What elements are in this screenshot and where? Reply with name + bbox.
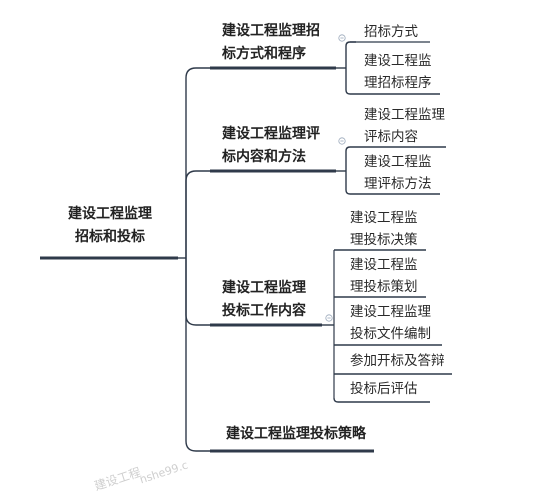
branch-topic-3[interactable]: 建设工程监理 投标工作内容: [222, 277, 306, 323]
branch-topic-2[interactable]: 建设工程监理评 标内容和方法: [222, 123, 320, 169]
branch-3-label-line-2: 投标工作内容: [222, 303, 306, 319]
leaf-topic[interactable]: 建设工程监 理招标程序: [364, 50, 432, 94]
branch-1-label-line-1: 建设工程监理招: [222, 23, 320, 39]
branch-topic-4[interactable]: 建设工程监理投标策略: [226, 423, 366, 446]
leaf-label: 建设工程监理: [364, 107, 445, 123]
connector-b2-leaf2: [345, 171, 440, 195]
leaf-topic[interactable]: 投标后评估: [350, 378, 418, 400]
leaf-label: 理投标策划: [350, 279, 418, 295]
leaf-label: 参加开标及答辩: [350, 353, 445, 369]
leaf-label: 投标文件编制: [350, 326, 431, 342]
leaf-topic[interactable]: 建设工程监理 评标内容: [364, 104, 445, 148]
leaf-topic[interactable]: 建设工程监理 投标文件编制: [350, 301, 431, 345]
leaf-label: 评标内容: [364, 129, 418, 145]
branch-2-label-line-1: 建设工程监理评: [222, 126, 320, 142]
connector-b1-leaf1: [345, 41, 356, 68]
branch-4-label-line-1: 建设工程监理投标策略: [226, 426, 366, 442]
leaf-label: 投标后评估: [350, 381, 418, 397]
root-label-line-1: 建设工程监理: [68, 206, 152, 222]
leaf-label: 理投标决策: [350, 232, 418, 248]
leaf-label: 招标方式: [364, 24, 418, 40]
branch-topic-1[interactable]: 建设工程监理招 标方式和程序: [222, 20, 320, 66]
leaf-label: 理评标方法: [364, 176, 432, 192]
leaf-topic[interactable]: 建设工程监 理投标决策: [350, 207, 418, 251]
connector-branch-3: [185, 258, 210, 326]
leaf-label: 建设工程监: [364, 154, 432, 170]
leaf-topic[interactable]: 招标方式: [364, 21, 418, 43]
root-topic[interactable]: 建设工程监理 招标和投标: [62, 203, 158, 249]
leaf-label: 理招标程序: [364, 75, 432, 91]
connector-branch-4: [185, 258, 210, 452]
root-label-line-2: 招标和投标: [75, 229, 145, 245]
branch-1-label-line-2: 标方式和程序: [222, 46, 306, 62]
connector-branch-2: [185, 170, 210, 258]
leaf-topic[interactable]: 参加开标及答辩: [350, 350, 445, 372]
branch-3-label-line-1: 建设工程监理: [222, 280, 306, 296]
leaf-topic[interactable]: 建设工程监 理评标方法: [364, 151, 432, 195]
leaf-label: 建设工程监: [350, 257, 418, 273]
leaf-label: 建设工程监: [350, 210, 418, 226]
connector-b1-leaf2: [345, 68, 440, 95]
leaf-topic[interactable]: 建设工程监 理投标策划: [350, 254, 418, 298]
branch-2-label-line-2: 标内容和方法: [222, 149, 306, 165]
leaf-label: 建设工程监: [364, 53, 432, 69]
b3-leaf5-line: [333, 397, 430, 403]
connector-branch-1: [185, 67, 210, 258]
leaf-label: 建设工程监理: [350, 304, 431, 320]
connector-b2-leaf1: [345, 146, 446, 171]
